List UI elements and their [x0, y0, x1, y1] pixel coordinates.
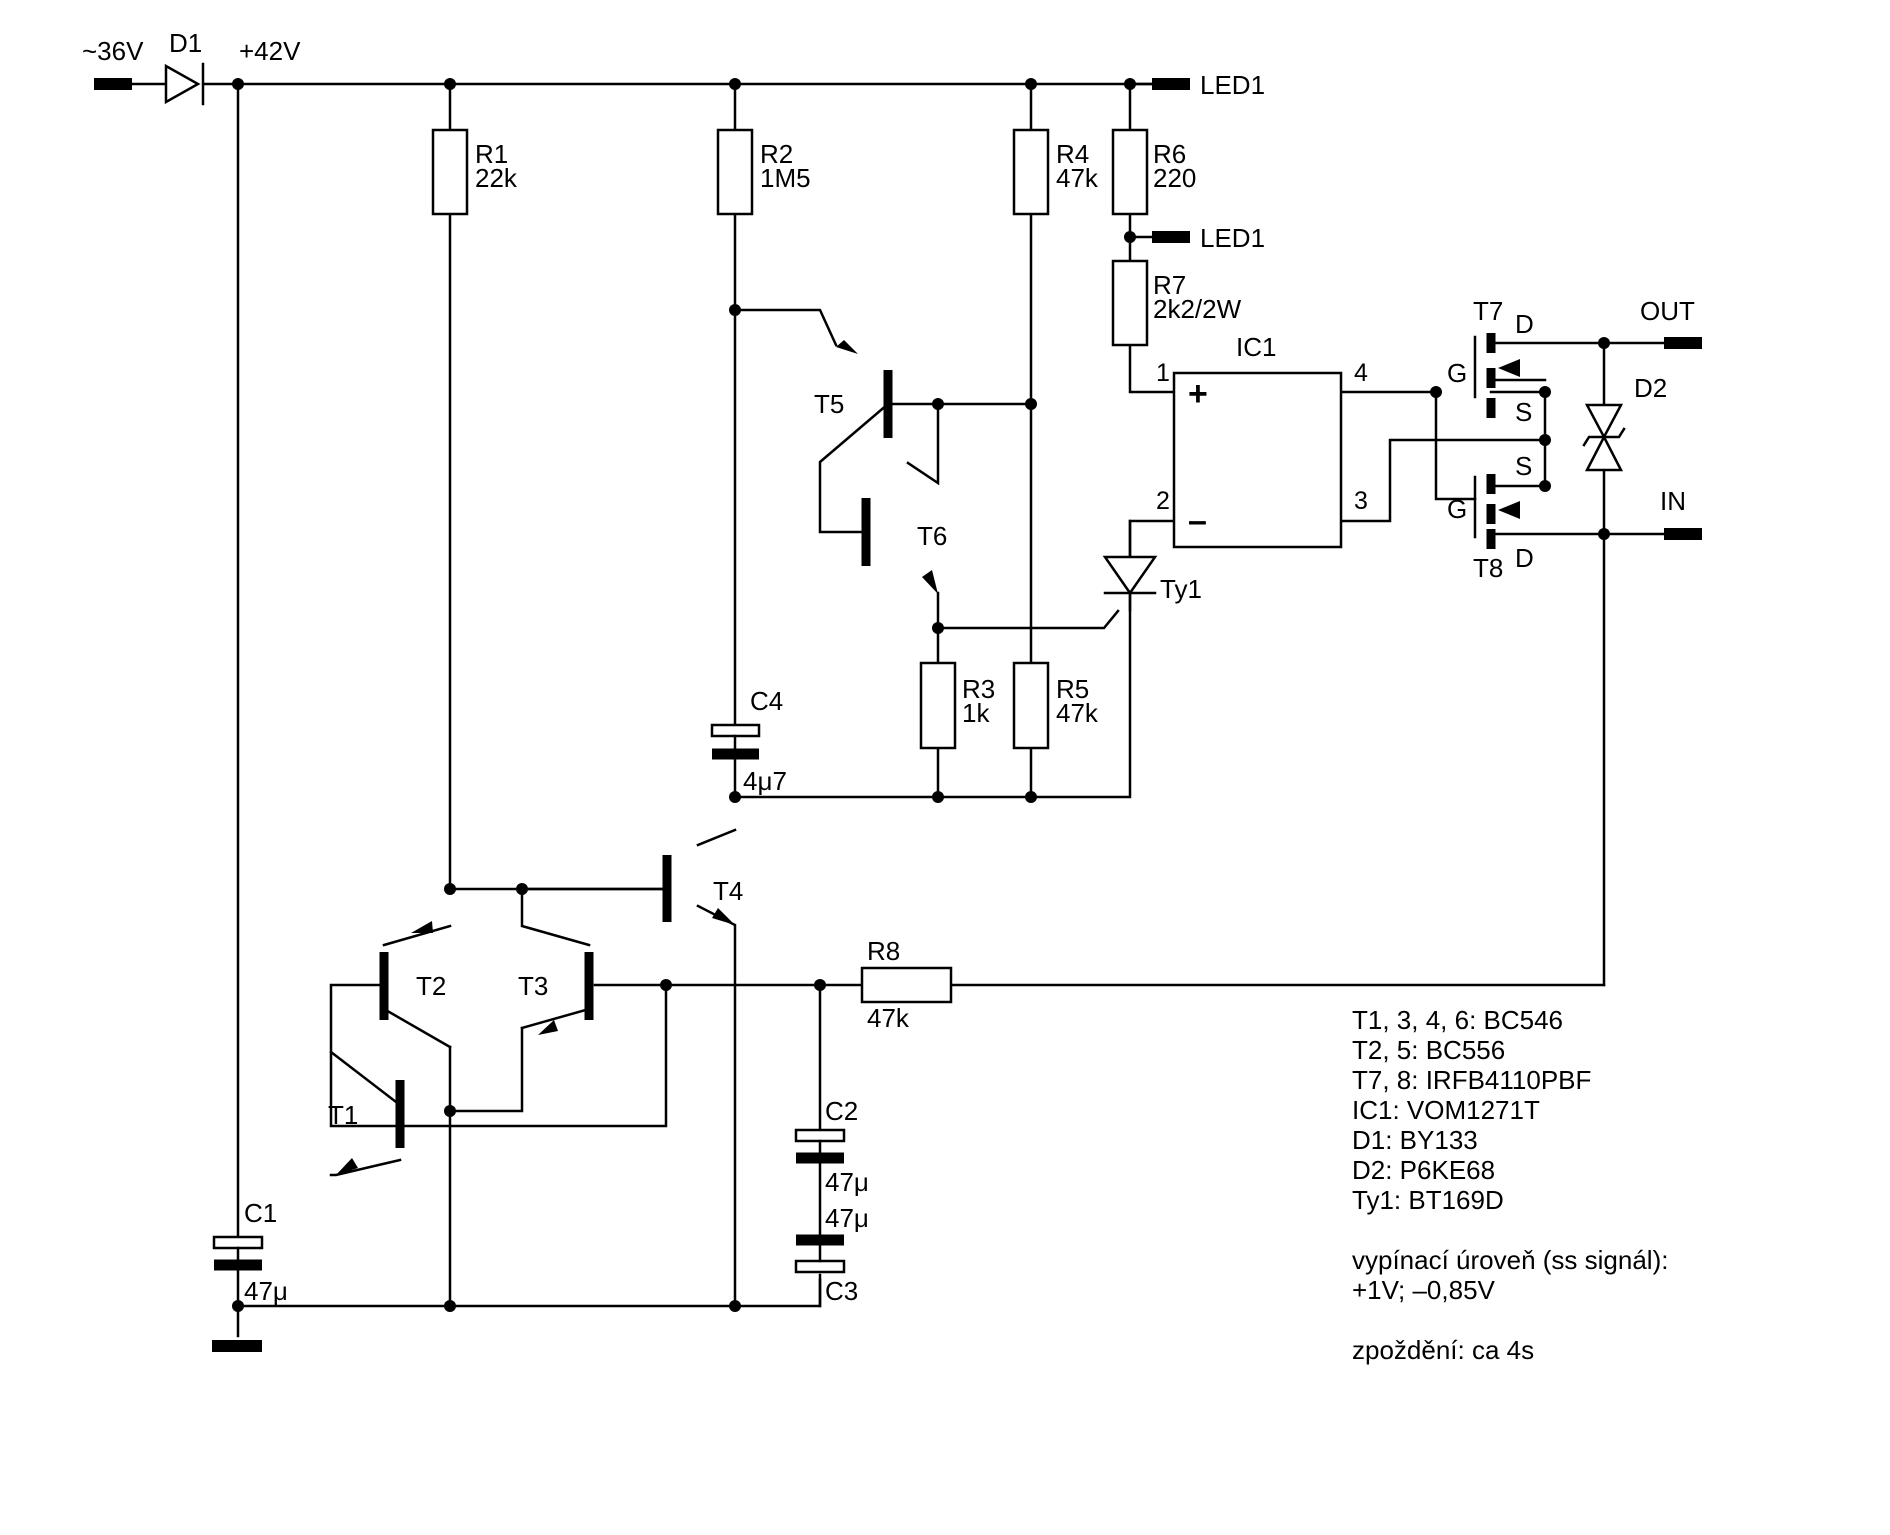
- diode-d1: [164, 62, 205, 106]
- junctions: [232, 78, 1610, 1312]
- resistor-r6: [1111, 128, 1149, 216]
- d2-ref: D2: [1634, 373, 1667, 403]
- thyristor-ty1: [1102, 519, 1158, 612]
- r6-ref: R6: [1153, 139, 1186, 169]
- ic1-ref: IC1: [1236, 332, 1276, 362]
- ic1-pin1: 1: [1156, 359, 1170, 387]
- c3-value: 47μ: [825, 1203, 869, 1233]
- in-label: IN: [1660, 486, 1686, 516]
- tvs-diode-d2: [1582, 403, 1626, 472]
- resistor-r1: [431, 128, 469, 216]
- note-parts-line: IC1: VOM1271T: [1352, 1095, 1540, 1125]
- r7-ref: R7: [1153, 270, 1186, 300]
- mosfet-t8: [1473, 474, 1520, 549]
- c4-value: 4μ7: [743, 766, 787, 796]
- out-label: OUT: [1640, 296, 1695, 326]
- c1-value: 47μ: [244, 1276, 288, 1306]
- t8-source: S: [1515, 451, 1532, 481]
- t8-ref: T8: [1473, 553, 1503, 583]
- capacitor-c2: [794, 1128, 846, 1143]
- t8-drain: D: [1515, 543, 1534, 573]
- resistors: [431, 128, 1149, 1004]
- t8-gate: G: [1447, 494, 1467, 524]
- transistors: [336, 340, 938, 1175]
- t7-source: S: [1515, 397, 1532, 427]
- resistor-r5: [1012, 661, 1050, 750]
- r3-ref: R3: [962, 674, 995, 704]
- note-parts-line: T1, 3, 4, 6: BC546: [1352, 1005, 1564, 1035]
- ty1-ref: Ty1: [1160, 574, 1202, 604]
- led1-top-label: LED1: [1200, 70, 1265, 100]
- capacitor-c4: [710, 723, 761, 738]
- r8-ref: R8: [867, 936, 900, 966]
- c2-value: 47μ: [825, 1167, 869, 1197]
- r7-value: 2k2/2W: [1153, 294, 1242, 324]
- parts-notes: T1, 3, 4, 6: BC546 T2, 5: BC556 T7, 8: I…: [1352, 1005, 1668, 1365]
- r6-value: 220: [1153, 163, 1196, 193]
- ic1-pin2: 2: [1156, 487, 1170, 515]
- r2-value: 1M5: [760, 163, 811, 193]
- t3-ref: T3: [518, 971, 548, 1001]
- ic1-optocoupler: [1172, 371, 1343, 549]
- note-cutoff-title: vypínací úroveň (ss signál):: [1352, 1245, 1669, 1275]
- t7-gate: G: [1447, 358, 1467, 388]
- t5-ref: T5: [814, 389, 844, 419]
- note-parts-line: D1: BY133: [1352, 1125, 1478, 1155]
- labels: ~36V +42V D1 LED1 LED1 OUT IN R1 22k R2 …: [82, 28, 1695, 1306]
- ic1-pin3: 3: [1354, 487, 1368, 515]
- r1-ref: R1: [475, 139, 508, 169]
- note-parts-line: T2, 5: BC556: [1352, 1035, 1506, 1065]
- c2-ref: C2: [825, 1096, 858, 1126]
- t1-ref: T1: [328, 1100, 358, 1130]
- resistor-r3: [919, 661, 957, 750]
- ic1-pin4: 4: [1354, 359, 1368, 387]
- capacitor-c1: [212, 1235, 264, 1250]
- note-parts-line: D2: P6KE68: [1352, 1155, 1496, 1185]
- supply-rail-label: +42V: [239, 36, 301, 66]
- note-parts-line: Ty1: BT169D: [1352, 1185, 1504, 1215]
- supply-input-label: ~36V: [82, 36, 144, 66]
- t6-ref: T6: [917, 521, 947, 551]
- note-parts-line: T7, 8: IRFB4110PBF: [1352, 1065, 1592, 1095]
- wires: [110, 82, 1666, 1338]
- ic1-minus: –: [1188, 502, 1207, 540]
- resistor-r2: [716, 128, 754, 216]
- note-delay: zpoždění: ca 4s: [1352, 1335, 1535, 1365]
- r1-value: 22k: [475, 163, 518, 193]
- ic1-plus: +: [1188, 375, 1208, 413]
- r5-value: 47k: [1056, 698, 1099, 728]
- c1-ref: C1: [244, 1198, 277, 1228]
- d1-ref: D1: [169, 28, 202, 58]
- resistor-r4: [1012, 128, 1050, 216]
- resistor-r8: [860, 966, 953, 1004]
- note-cutoff-value: +1V; –0,85V: [1352, 1275, 1495, 1305]
- r5-ref: R5: [1056, 674, 1089, 704]
- t4-ref: T4: [713, 876, 743, 906]
- r2-ref: R2: [760, 139, 793, 169]
- t7-ref: T7: [1473, 296, 1503, 326]
- led1-mid-label: LED1: [1200, 223, 1265, 253]
- mosfet-t7: [1473, 333, 1547, 418]
- c4-ref: C4: [750, 686, 783, 716]
- c3-ref: C3: [825, 1276, 858, 1306]
- r3-value: 1k: [962, 698, 990, 728]
- terminal-pads: [94, 78, 1702, 1352]
- resistor-r7: [1111, 259, 1149, 347]
- t7-drain: D: [1515, 309, 1534, 339]
- capacitors: [212, 723, 846, 1274]
- r8-value: 47k: [867, 1003, 910, 1033]
- r4-ref: R4: [1056, 139, 1089, 169]
- t2-ref: T2: [416, 971, 446, 1001]
- r4-value: 47k: [1056, 163, 1099, 193]
